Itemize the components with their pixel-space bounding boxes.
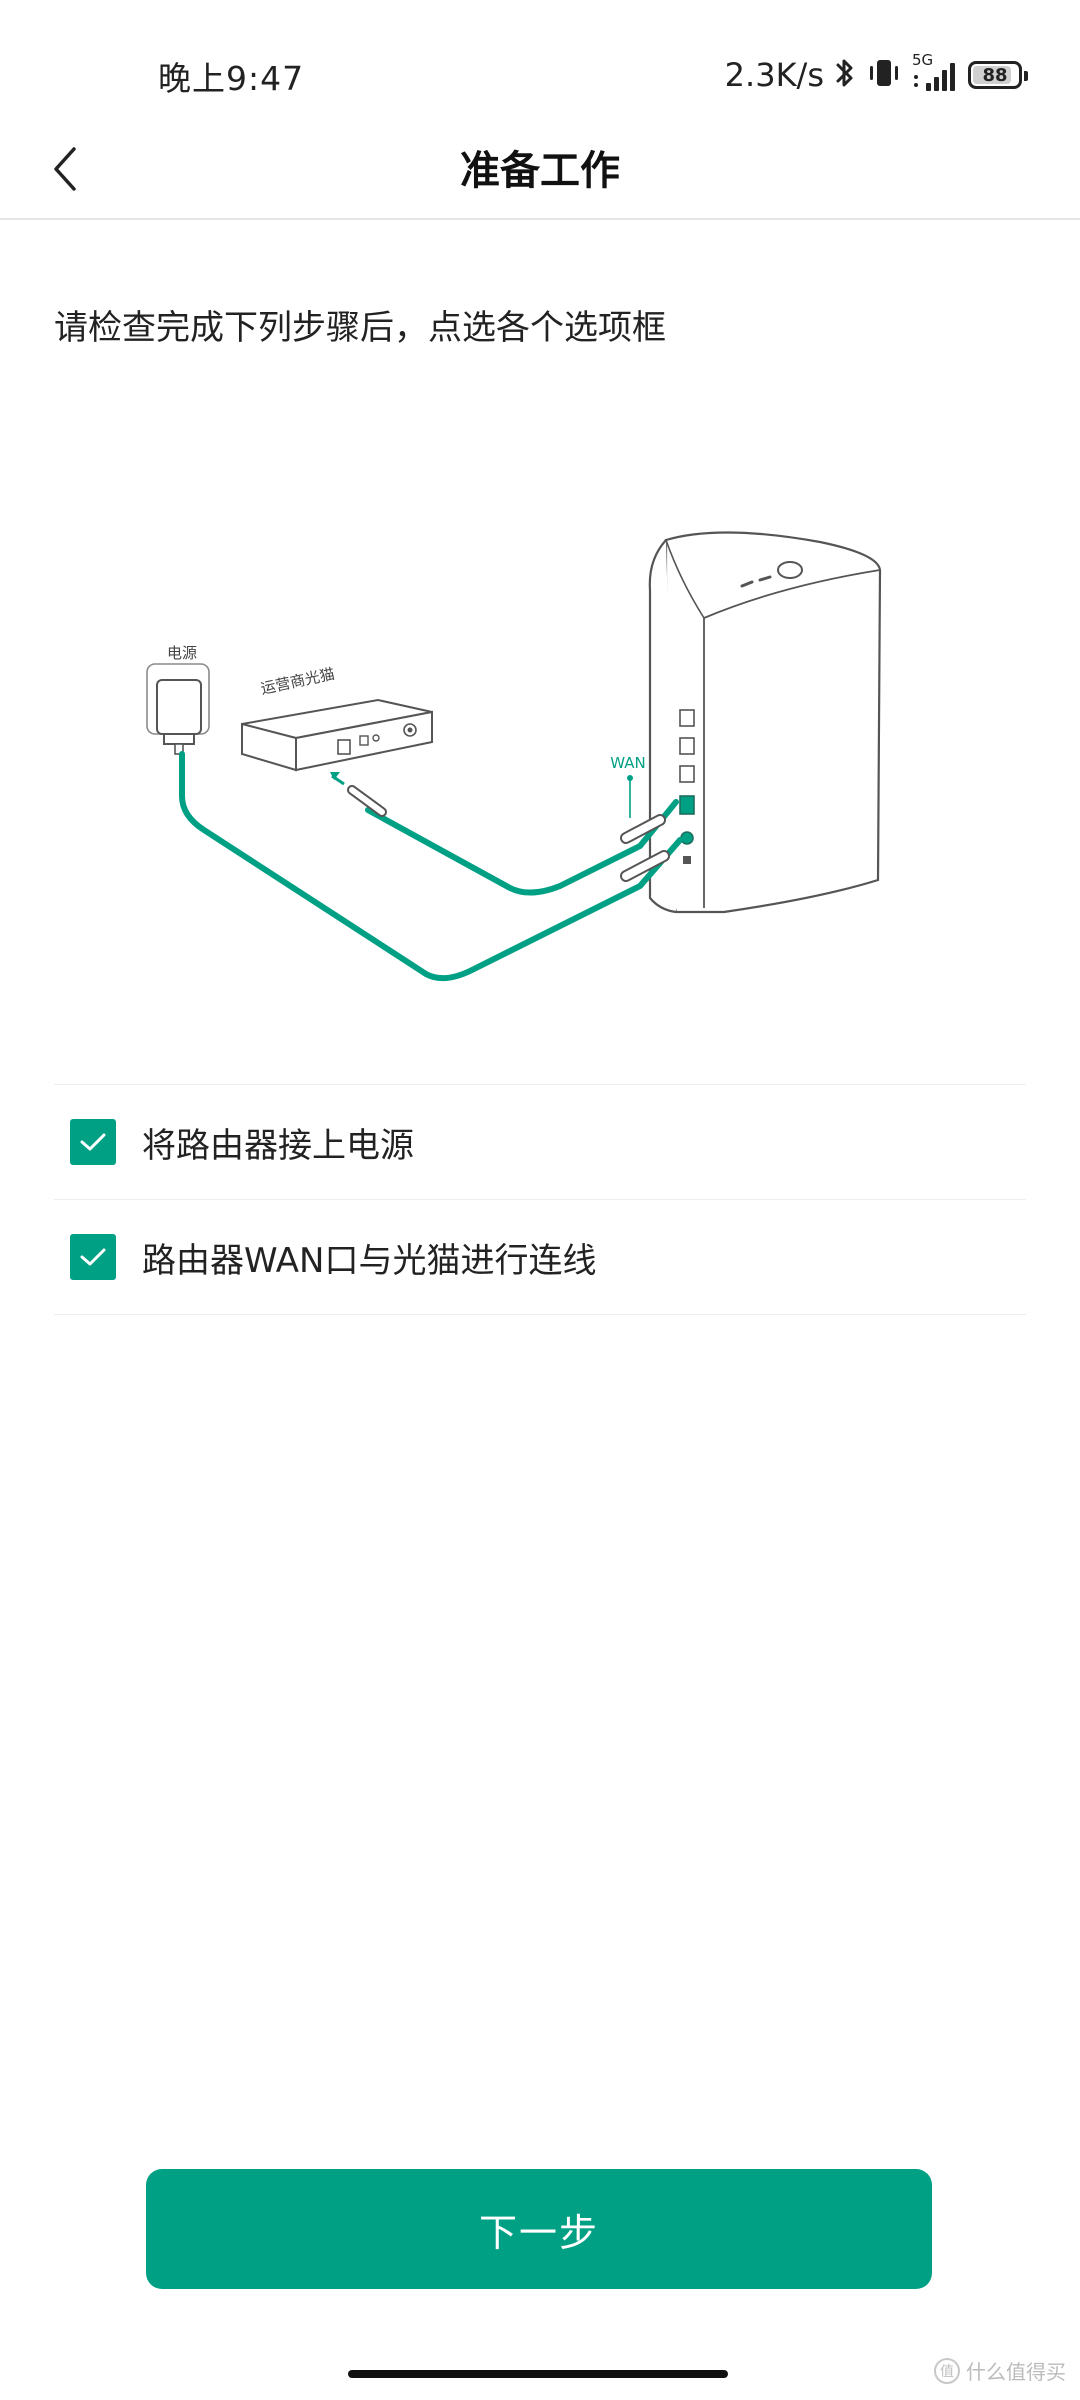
checklist: 将路由器接上电源 路由器WAN口与光猫进行连线 <box>54 1084 1026 1315</box>
battery-level: 88 <box>982 64 1008 86</box>
checkbox-wan[interactable] <box>70 1234 116 1280</box>
battery-icon: 88 <box>968 61 1028 89</box>
watermark-text: 什么值得买 <box>966 2360 1066 2384</box>
network-type: 5G <box>912 51 934 69</box>
status-icons: 2.3K/s 5G 88 <box>724 50 1028 100</box>
router-setup-illustration: 电源 运营商光猫 <box>120 500 900 1000</box>
wan-cable <box>365 799 679 896</box>
check-label-wan: 路由器WAN口与光猫进行连线 <box>142 1240 597 1281</box>
signal-icon: 5G <box>912 51 958 95</box>
page-title: 准备工作 <box>460 148 620 194</box>
next-step-button[interactable]: 下一步 <box>146 2169 932 2289</box>
check-item-power[interactable]: 将路由器接上电源 <box>54 1085 1026 1200</box>
back-button[interactable] <box>30 134 100 204</box>
watermark: 值 什么值得买 <box>934 2356 1066 2385</box>
modem-label: 运营商光猫 <box>259 665 336 698</box>
ethernet-connector-icon <box>330 772 387 817</box>
network-speed: 2.3K/s <box>724 56 824 94</box>
wan-label: WAN <box>610 754 646 772</box>
vibrate-icon <box>866 56 902 94</box>
chevron-left-icon <box>54 147 76 191</box>
status-time: 晚上9:47 <box>158 59 305 98</box>
router-icon <box>648 531 882 914</box>
status-bar: 晚上9:47 2.3K/s 5G <box>0 0 1080 150</box>
watermark-logo: 值 <box>934 2357 960 2384</box>
bluetooth-icon <box>834 56 856 94</box>
check-icon <box>80 1133 106 1151</box>
power-label: 电源 <box>167 644 197 662</box>
check-item-wan[interactable]: 路由器WAN口与光猫进行连线 <box>54 1200 1026 1315</box>
power-cable <box>179 751 683 982</box>
power-plug-icon <box>620 850 670 882</box>
checkbox-power[interactable] <box>70 1119 116 1165</box>
check-icon <box>80 1248 106 1266</box>
battery-fill <box>973 66 1012 84</box>
header: 准备工作 <box>0 120 1080 220</box>
wan-plug-icon <box>620 814 666 844</box>
modem-icon <box>241 698 433 772</box>
home-indicator[interactable] <box>348 2370 728 2378</box>
check-label-power: 将路由器接上电源 <box>142 1125 414 1166</box>
power-adapter-icon <box>146 663 210 755</box>
instruction-text: 请检查完成下列步骤后，点选各个选项框 <box>54 308 666 348</box>
